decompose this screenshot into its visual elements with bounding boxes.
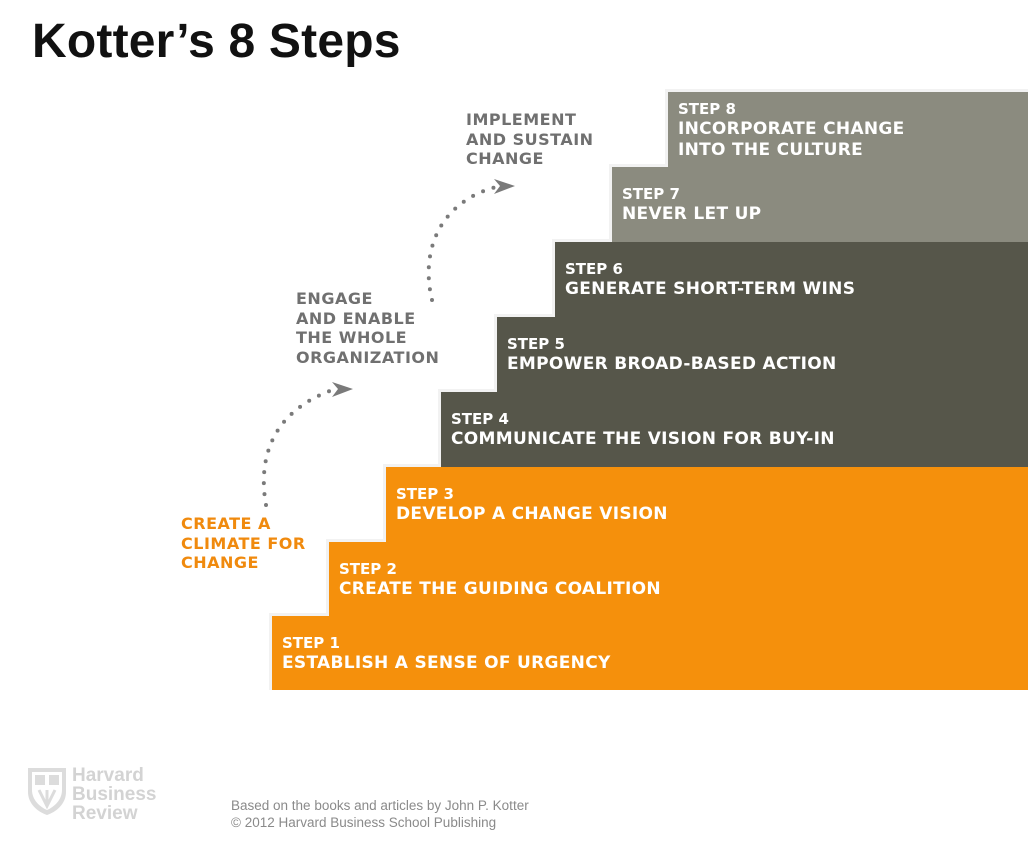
credit-line-2: © 2012 Harvard Business School Publishin… bbox=[231, 815, 497, 830]
dotted-arrow-2 bbox=[426, 184, 502, 302]
hbr-logo-line-2: Business bbox=[72, 784, 157, 805]
step-3-text: DEVELOP A CHANGE VISION bbox=[396, 504, 668, 524]
step-1-bar: STEP 1 ESTABLISH A SENSE OF URGENCY bbox=[269, 613, 1028, 690]
step-2-bar: STEP 2 CREATE THE GUIDING COALITION bbox=[326, 539, 1028, 616]
phase-label-engage-enable: ENGAGE AND ENABLE THE WHOLE ORGANIZATION bbox=[296, 289, 440, 367]
step-5-number: STEP 5 bbox=[507, 335, 565, 353]
step-7-number: STEP 7 bbox=[622, 185, 680, 203]
arrowhead-2-icon bbox=[494, 179, 515, 194]
phase-label-implement-sustain: IMPLEMENT AND SUSTAIN CHANGE bbox=[466, 110, 594, 168]
step-6-number: STEP 6 bbox=[565, 260, 623, 278]
step-4-bar: STEP 4 COMMUNICATE THE VISION FOR BUY-IN bbox=[438, 389, 1028, 467]
step-8-bar: STEP 8 INCORPORATE CHANGE INTO THE CULTU… bbox=[665, 89, 1028, 167]
step-2-number: STEP 2 bbox=[339, 559, 397, 578]
step-6-bar: STEP 6 GENERATE SHORT-TERM WINS bbox=[552, 239, 1028, 317]
step-8-text: INCORPORATE CHANGE INTO THE CULTURE bbox=[678, 118, 905, 160]
page-title: Kotter’s 8 Steps bbox=[32, 15, 401, 68]
step-5-bar: STEP 5 EMPOWER BROAD-BASED ACTION bbox=[494, 314, 1028, 392]
step-4-text: COMMUNICATE THE VISION FOR BUY-IN bbox=[451, 429, 835, 449]
step-3-bar: STEP 3 DEVELOP A CHANGE VISION bbox=[383, 464, 1028, 542]
step-7-bar: STEP 7 NEVER LET UP bbox=[609, 164, 1028, 242]
credit-line-1: Based on the books and articles by John … bbox=[231, 798, 529, 813]
dotted-arrow-1 bbox=[261, 386, 340, 507]
step-7-text: NEVER LET UP bbox=[622, 204, 762, 224]
hbr-logo-line-3: Review bbox=[72, 803, 138, 824]
step-1-number: STEP 1 bbox=[282, 633, 340, 652]
step-3-number: STEP 3 bbox=[396, 485, 454, 503]
credit-text: Based on the books and articles by John … bbox=[231, 797, 529, 831]
harvard-business-review-logo: Harvard Business Review bbox=[26, 766, 156, 823]
step-1-text: ESTABLISH A SENSE OF URGENCY bbox=[282, 652, 611, 673]
step-2-text: CREATE THE GUIDING COALITION bbox=[339, 578, 661, 599]
hbr-shield-icon bbox=[28, 768, 66, 815]
step-6-text: GENERATE SHORT-TERM WINS bbox=[565, 279, 856, 299]
hbr-logo-line-1: Harvard bbox=[72, 765, 144, 786]
arrowhead-1-icon bbox=[332, 382, 353, 397]
step-8-number: STEP 8 bbox=[678, 99, 736, 118]
phase-label-create-climate: CREATE A CLIMATE FOR CHANGE bbox=[181, 514, 306, 572]
step-4-number: STEP 4 bbox=[451, 410, 509, 428]
step-5-text: EMPOWER BROAD-BASED ACTION bbox=[507, 354, 837, 374]
